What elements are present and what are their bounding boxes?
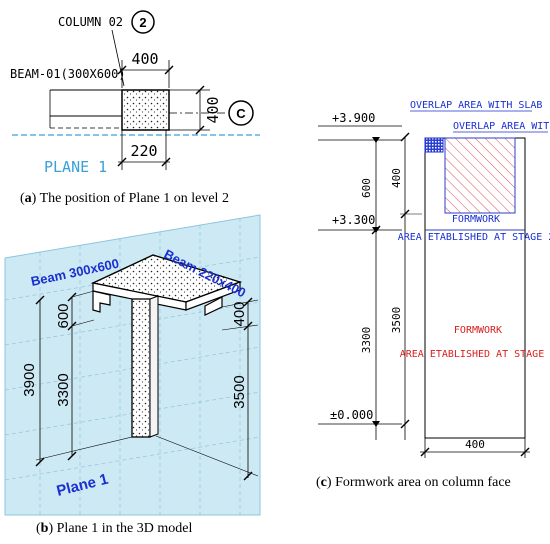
caption-c: (c) Formwork area on column face: [316, 475, 511, 490]
dim-top-400: 400: [131, 50, 158, 68]
level-0000: ±0.000: [330, 408, 373, 422]
dim-width-400: 400: [465, 438, 485, 451]
panel-c-formwork-face: +3.900 +3.300 ±0.000 600 400 3300 3500 O…: [316, 100, 550, 490]
dim-bottom-220: 220: [130, 142, 157, 160]
formwork-stage1-label: AREA ETABLISHED AT STAGE 1: [400, 349, 550, 360]
panel-a-plan-view: 2 COLUMN 02 400 BEAM-01(300X600) 400 C P…: [10, 10, 260, 206]
overlap-beam-area: [444, 137, 516, 214]
column-3d: [131, 298, 151, 438]
dim-3300-c: 3300: [360, 327, 373, 354]
dim-600-b: 600: [55, 303, 72, 328]
grid-label-2: 2: [139, 15, 146, 30]
overlap-slab-label: OVERLAP AREA WITH SLAB: [410, 100, 542, 111]
dim-3300-b: 3300: [55, 373, 72, 406]
dim-600-c: 600: [360, 178, 373, 198]
formwork-stage2-label: AREA ETABLISHED AT STAGE 2: [398, 232, 550, 243]
dim-3900: 3900: [21, 363, 38, 396]
caption-b: (b) Plane 1 in the 3D model: [36, 521, 192, 536]
overlap-beam-label: OVERLAP AREA WITH BEAM: [453, 121, 550, 132]
caption-a: (a) The position of Plane 1 on level 2: [20, 191, 229, 206]
plane-grid: [4, 218, 261, 515]
dim-right-400: 400: [204, 96, 222, 123]
column-label: COLUMN 02: [58, 15, 123, 29]
level-3900: +3.900: [332, 111, 375, 125]
column-section: [121, 89, 170, 131]
beam-label: BEAM-01(300X600): [10, 67, 126, 81]
level-3300: +3.300: [332, 213, 375, 227]
grid-label-c: C: [236, 106, 246, 121]
dim-400-b: 400: [231, 301, 248, 326]
grid-bubble-2: [131, 10, 155, 34]
panel-b-3d-model: Beam 300x600 Beam 220x400 600 3900 3300 …: [4, 214, 261, 536]
overlap-slab-area: [424, 137, 444, 153]
dim-400-c: 400: [390, 168, 403, 188]
grid-bubble-c: [228, 100, 254, 126]
plane-1-label-a: PLANE 1: [44, 158, 107, 176]
dim-3500-c: 3500: [390, 307, 403, 334]
formwork-stage1-title: FORMWORK: [454, 325, 502, 336]
beam-300x600: [92, 290, 111, 313]
formwork-stage2-title: FORMWORK: [452, 214, 500, 225]
dim-3500-b: 3500: [231, 375, 248, 408]
